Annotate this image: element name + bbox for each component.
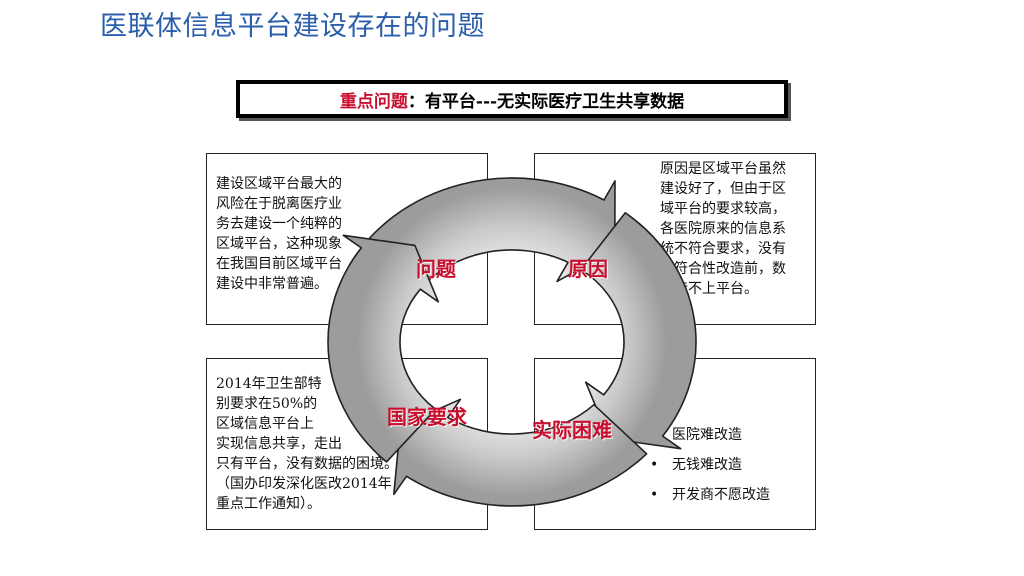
requirement-line: （国办印发深化医改2014年 [216, 476, 392, 492]
requirement-line: 重点工作通知）。 [216, 496, 321, 512]
page-title: 医联体信息平台建设存在的问题 [100, 11, 485, 42]
reason-line: 域平台的要求较高， [660, 201, 786, 217]
cycle-step-reason: 原因 [568, 257, 608, 281]
requirement-arrow [327, 234, 440, 463]
banner-highlight: 重点问题 [339, 91, 408, 112]
requirement-line: 实现信息共享，走出 [216, 436, 342, 452]
requirement-text: 2014年卫生部特 别要求在50%的 区域信息平台上 实现信息共享，走出 只有平… [216, 374, 398, 514]
difficulty-item: 无钱难改造 [650, 455, 770, 485]
cycle-step-difficulty: 实际困难 [532, 418, 612, 442]
reason-line: 建设好了，但由于区 [660, 181, 786, 197]
reason-text: 原因是区域平台虽然 建设好了，但由于区 域平台的要求较高， 各医院原来的信息系 … [660, 159, 786, 299]
banner-text: 有平台---无实际医疗卫生共享数据 [424, 91, 685, 112]
problem-text: 建设区域平台最大的 风险在于脱离医疗业 务去建设一个纯粹的 区域平台，这种现象 … [216, 174, 342, 294]
cycle-step-requirement: 国家要求 [387, 405, 467, 429]
difficulty-item: 医院难改造 [650, 425, 770, 455]
key-issue-banner: 重点问题 ： 有平台---无实际医疗卫生共享数据 [236, 80, 788, 118]
problem-line: 区域平台，这种现象 [216, 236, 342, 252]
problem-line: 建设中非常普遍。 [216, 276, 328, 292]
difficulty-arrow [393, 398, 648, 507]
problem-line: 建设区域平台最大的 [216, 176, 342, 192]
requirement-line: 区域信息平台上 [216, 416, 314, 432]
reason-line: 统不符合要求，没有 [660, 241, 786, 257]
difficulty-list: 医院难改造 无钱难改造 开发商不愿改造 [650, 425, 770, 515]
requirement-line: 2014年卫生部特 [216, 376, 322, 392]
reason-arrow [580, 212, 697, 450]
problem-line: 在我国目前区域平台 [216, 256, 342, 272]
problem-line: 务去建设一个纯粹的 [216, 216, 342, 232]
requirement-line: 别要求在50%的 [216, 396, 318, 412]
problem-line: 风险在于脱离医疗业 [216, 196, 342, 212]
banner-separator: ： [407, 91, 425, 112]
reason-line: 做符合性改造前，数 [660, 261, 786, 277]
reason-line: 原因是区域平台虽然 [660, 161, 786, 177]
requirement-line: 只有平台，没有数据的困境。 [216, 456, 398, 472]
difficulty-item: 开发商不愿改造 [650, 485, 770, 515]
cycle-arrows [327, 177, 697, 507]
cycle-step-problem: 问题 [416, 257, 456, 281]
reason-line: 各医院原来的信息系 [660, 221, 786, 237]
